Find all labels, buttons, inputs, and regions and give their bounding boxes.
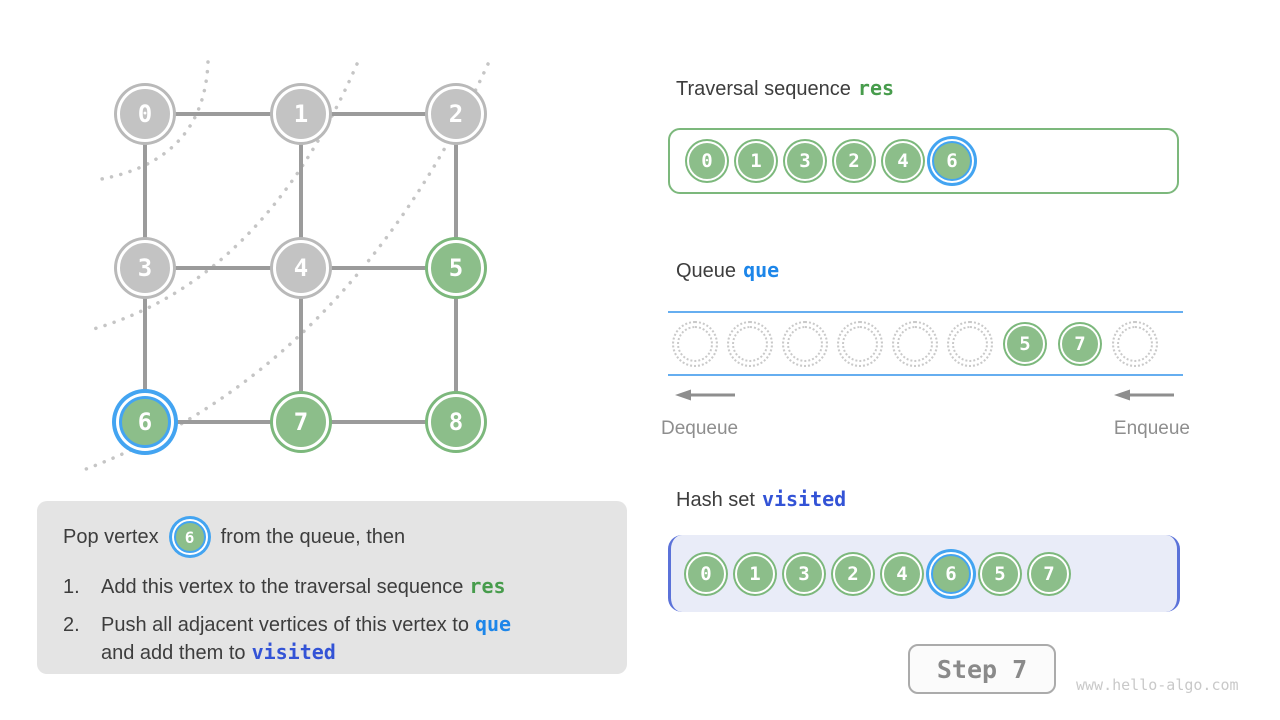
que-keyword: que (474, 612, 512, 636)
queue-header: Queue que (676, 258, 779, 283)
graph-vertex-2: 2 (428, 86, 484, 142)
instruction-item-1-text: Add this vertex to the traversal sequenc… (101, 574, 506, 598)
watermark: www.hello-algo.com (1076, 676, 1239, 694)
instruction-panel: Pop vertex 6 from the queue, then 1. Add… (37, 501, 627, 674)
graph-vertex-5: 5 (428, 240, 484, 296)
hashset-item: 7 (1029, 553, 1069, 594)
instruction-line: Pop vertex 6 from the queue, then (63, 514, 609, 560)
queue-slot-empty (947, 320, 993, 367)
traversal-sequence-box: 0 1 3 2 4 6 (668, 128, 1179, 194)
hashset-item: 2 (833, 553, 873, 594)
queue-box: 5 7 (668, 311, 1183, 376)
queue-slot-empty (672, 320, 718, 367)
hashset-item: 3 (784, 553, 824, 594)
queue-slot-empty (727, 320, 773, 367)
traversal-header: Traversal sequence res (676, 76, 894, 101)
level-arc-2 (88, 62, 359, 332)
res-item: 1 (736, 141, 776, 181)
dequeue-arrow-icon (675, 389, 735, 401)
graph-vertex-4: 4 (273, 240, 329, 296)
queue-title: Queue (676, 260, 737, 282)
instruction-suffix: from the queue, then (220, 525, 406, 548)
queue-item: 5 (1005, 323, 1045, 364)
instruction-item-1: 1. Add this vertex to the traversal sequ… (63, 573, 609, 601)
graph-vertex-3: 3 (117, 240, 173, 296)
res-keyword: res (469, 574, 506, 598)
hashset-code-visited: visited (761, 487, 847, 511)
queue-slot-empty (892, 320, 938, 367)
res-item: 2 (834, 141, 874, 181)
queue-slot-empty (1112, 320, 1158, 367)
queue-item: 7 (1060, 323, 1100, 364)
visited-keyword: visited (251, 640, 336, 664)
traversal-title: Traversal sequence (676, 78, 851, 100)
graph-vertex-0: 0 (117, 86, 173, 142)
level-arc-1 (94, 60, 210, 182)
graph-vertex-7: 7 (273, 394, 329, 450)
queue-slot-empty (782, 320, 828, 367)
res-item-current: 6 (932, 141, 972, 181)
queue-code-que: que (743, 258, 780, 282)
hashset-box: 0 1 3 2 4 6 5 7 (668, 535, 1180, 612)
hashset-item: 5 (980, 553, 1020, 594)
instruction-prefix: Pop vertex (63, 525, 159, 548)
list-number: 2. (63, 614, 80, 636)
instruction-list: 1. Add this vertex to the traversal sequ… (63, 573, 609, 667)
hashset-item-current: 6 (931, 553, 971, 594)
hashset-title: Hash set (676, 489, 755, 511)
traversal-code-res: res (857, 76, 895, 100)
graph-vertex-8: 8 (428, 394, 484, 450)
res-item: 4 (883, 141, 923, 181)
instruction-vertex-badge: 6 (173, 521, 206, 553)
enqueue-label: Enqueue (1113, 418, 1190, 439)
hashset-header: Hash set visited (676, 487, 846, 512)
res-item: 3 (785, 141, 825, 181)
queue-slot-empty (837, 320, 883, 367)
hashset-item: 4 (882, 553, 922, 594)
bfs-level-arcs (76, 60, 490, 474)
res-item: 0 (687, 141, 727, 181)
list-number: 1. (63, 576, 80, 598)
instruction-item-2-text: Push all adjacent vertices of this verte… (101, 612, 512, 664)
graph-vertex-1: 1 (273, 86, 329, 142)
instruction-item-2: 2. Push all adjacent vertices of this ve… (63, 611, 609, 667)
hashset-item: 1 (735, 553, 775, 594)
step-button[interactable]: Step 7 (908, 644, 1056, 694)
hashset-item: 0 (686, 553, 726, 594)
queue-slot-filled: 7 (1057, 321, 1103, 367)
dequeue-label: Dequeue (661, 418, 739, 439)
queue-slot-filled: 5 (1002, 321, 1048, 367)
graph-vertex-6-current: 6 (119, 396, 171, 448)
enqueue-arrow-icon (1114, 389, 1174, 401)
